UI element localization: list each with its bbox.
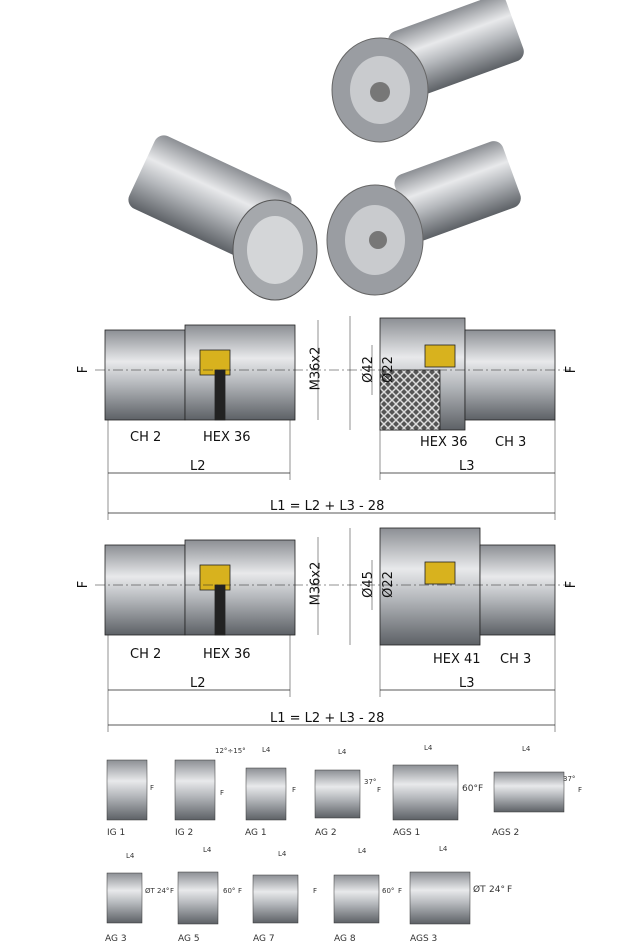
dim-T: ØT <box>473 885 486 895</box>
section-drawing-2 <box>95 527 570 732</box>
dim-T: ØT <box>145 887 155 895</box>
dim-L4: L4 <box>338 748 347 756</box>
dim-F: F <box>478 784 484 794</box>
dim-F: F <box>313 887 318 895</box>
dim-L4: L4 <box>522 745 531 753</box>
end-AG7-label: AG 7 <box>253 934 275 944</box>
outer-dia-label: Ø42 <box>360 356 376 383</box>
hex-left-label: HEX 36 <box>203 430 251 445</box>
left-F-label: F <box>76 365 92 374</box>
dim-angle: 24° <box>489 885 505 895</box>
thread-label: M36x2 <box>308 346 324 391</box>
hex-right-label: HEX 41 <box>433 652 481 667</box>
ch-right-label: CH 3 <box>500 652 532 667</box>
L3-label: L3 <box>459 459 475 474</box>
L2-label: L2 <box>190 459 206 474</box>
dim-L4: L4 <box>126 852 135 860</box>
dim-F: F <box>220 789 225 797</box>
dim-F: F <box>507 885 513 895</box>
dim-L4: L4 <box>358 847 367 855</box>
end-AGS2-label: AGS 2 <box>492 828 520 838</box>
end-IG1-label: IG 1 <box>107 828 126 838</box>
dim-angle: 24° <box>157 887 170 895</box>
end-AG1-label: AG 1 <box>245 828 267 838</box>
end-IG2-label: IG 2 <box>175 828 194 838</box>
dim-L4: L4 <box>262 746 271 754</box>
ch-left-label: CH 2 <box>130 647 162 662</box>
dim-angle: 60° <box>462 784 478 794</box>
ch-left-label: CH 2 <box>130 430 162 445</box>
end-AG2-label: AG 2 <box>315 828 337 838</box>
inner-dia-label: Ø22 <box>380 571 396 598</box>
hex-right-label: HEX 36 <box>420 435 468 450</box>
dim-angle: 12°÷15° <box>215 747 246 755</box>
dim-F: F <box>292 786 297 794</box>
dim-F: F <box>578 786 583 794</box>
end-AG5-label: AG 5 <box>178 934 200 944</box>
right-F-label: F <box>564 580 580 589</box>
coupling-photo-left <box>128 135 318 301</box>
dim-F: F <box>238 887 243 895</box>
dim-F: F <box>377 786 382 794</box>
L1-formula: L1 = L2 + L3 - 28 <box>270 499 385 514</box>
end-fittings <box>106 759 565 925</box>
coupling-photo-bottom <box>326 141 521 296</box>
dim-F: F <box>150 784 155 792</box>
ch-right-label: CH 3 <box>495 435 527 450</box>
outer-dia-label: Ø45 <box>360 571 376 598</box>
dim-L4: L4 <box>439 845 448 853</box>
coupling-photo-top <box>331 0 524 143</box>
inner-dia-label: Ø22 <box>380 356 396 383</box>
dim-angle: 37° <box>563 775 576 783</box>
dim-angle: 60° <box>382 887 395 895</box>
dim-L4: L4 <box>278 850 287 858</box>
right-F-label: F <box>564 365 580 374</box>
dim-angle: 37° <box>364 778 377 786</box>
L2-label: L2 <box>190 676 206 691</box>
dim-L4: L4 <box>424 744 433 752</box>
thread-label: M36x2 <box>308 561 324 606</box>
L1-formula: L1 = L2 + L3 - 28 <box>270 711 385 726</box>
dim-F: F <box>398 887 403 895</box>
hex-left-label: HEX 36 <box>203 647 251 662</box>
end-AGS3-label: AGS 3 <box>410 934 438 944</box>
dim-F: F <box>170 887 175 895</box>
left-F-label: F <box>76 580 92 589</box>
L3-label: L3 <box>459 676 475 691</box>
section-drawing-1 <box>95 316 570 520</box>
end-AG3-label: AG 3 <box>105 934 127 944</box>
dim-angle: 60° <box>223 887 236 895</box>
end-AG8-label: AG 8 <box>334 934 356 944</box>
dim-L4: L4 <box>203 846 212 854</box>
end-AGS1-label: AGS 1 <box>393 828 421 838</box>
